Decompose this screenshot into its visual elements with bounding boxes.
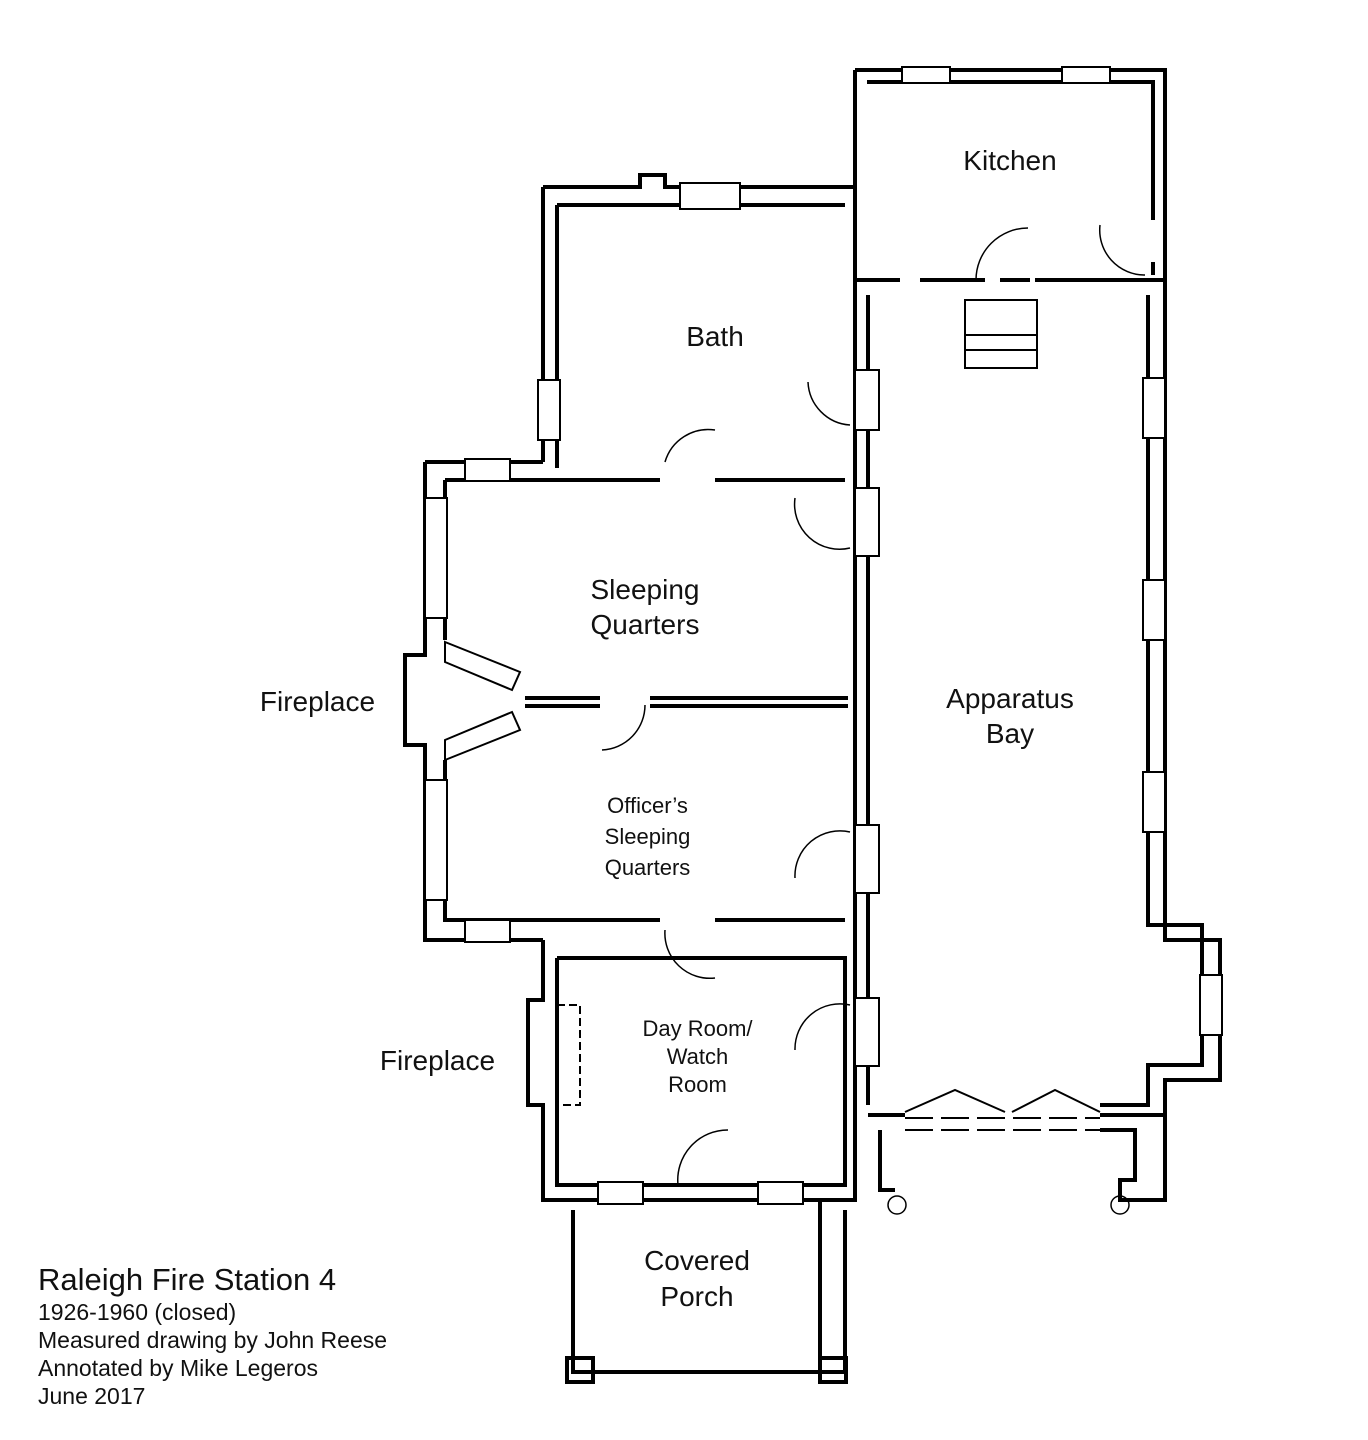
drawing-title: Raleigh Fire Station 4	[38, 1262, 337, 1297]
kitchen-outer-wall	[853, 68, 1167, 282]
window	[464, 458, 511, 482]
window	[757, 1181, 804, 1205]
window	[901, 66, 951, 84]
room-label-kitchen: Kitchen	[963, 145, 1057, 176]
window	[597, 1181, 644, 1205]
window	[1142, 579, 1166, 641]
drawing-years: 1926-1960 (closed)	[38, 1299, 237, 1325]
partition-sleeping-officers	[525, 696, 848, 708]
door-swing-bath	[664, 381, 851, 463]
room-label-porch-2: Porch	[660, 1281, 734, 1312]
porch-outline	[571, 1200, 847, 1374]
window	[424, 779, 448, 901]
door-swing-kitchen	[975, 224, 1146, 281]
porch-post-left	[565, 1356, 595, 1384]
door-swing-dayroom	[677, 1003, 851, 1186]
drawing-annotator: Annotated by Mike Legeros	[38, 1355, 319, 1381]
label-fireplace-upper: Fireplace	[259, 686, 376, 717]
room-label-sleeping-1: Sleeping	[590, 574, 700, 605]
window	[464, 919, 511, 943]
door-swing-sleeping	[601, 497, 851, 751]
window	[1142, 377, 1166, 439]
room-label-bath: Bath	[686, 321, 744, 352]
porch-post-right	[818, 1356, 848, 1384]
room-label-sleeping-2: Quarters	[590, 609, 700, 640]
window	[424, 497, 448, 619]
apparatus-bay-doors	[904, 1088, 1101, 1113]
window	[854, 824, 880, 894]
drawing-date: June 2017	[38, 1383, 146, 1409]
window	[854, 487, 880, 557]
room-label-apparatus-2: Bay	[985, 718, 1035, 749]
window	[537, 379, 561, 441]
column-marker	[1110, 1195, 1130, 1215]
fireplace-upper-hearth	[444, 640, 522, 762]
door-swing-officers	[664, 830, 851, 980]
sleeping-west-wall	[403, 462, 543, 942]
window	[679, 182, 741, 210]
room-label-dayroom-1: Day Room/	[642, 1016, 753, 1041]
window	[854, 369, 880, 431]
fireplace-lower-hearth	[557, 1004, 581, 1106]
column-marker	[887, 1195, 907, 1215]
room-label-dayroom-2: Watch	[666, 1044, 729, 1069]
room-label-officers-2: Sleeping	[604, 824, 691, 849]
apparatus-door-tracks	[905, 1117, 1100, 1131]
drawing-author: Measured drawing by John Reese	[38, 1327, 388, 1353]
apparatus-front-wall	[868, 1113, 1167, 1202]
drawing-credits: Raleigh Fire Station 4 1926-1960 (closed…	[38, 1262, 387, 1410]
kitchen-inner-wall	[867, 80, 1155, 275]
kitchen-stairs	[964, 299, 1038, 369]
room-label-officers-1: Officer’s	[607, 793, 688, 818]
room-label-officers-3: Quarters	[604, 855, 691, 880]
window	[854, 997, 880, 1067]
window	[1061, 66, 1111, 84]
room-label-dayroom-3: Room	[668, 1072, 727, 1097]
window	[1199, 974, 1223, 1036]
label-fireplace-lower: Fireplace	[379, 1045, 496, 1076]
room-label-apparatus-1: Apparatus	[946, 683, 1074, 714]
window	[1142, 771, 1166, 833]
room-label-porch-1: Covered	[644, 1245, 750, 1276]
